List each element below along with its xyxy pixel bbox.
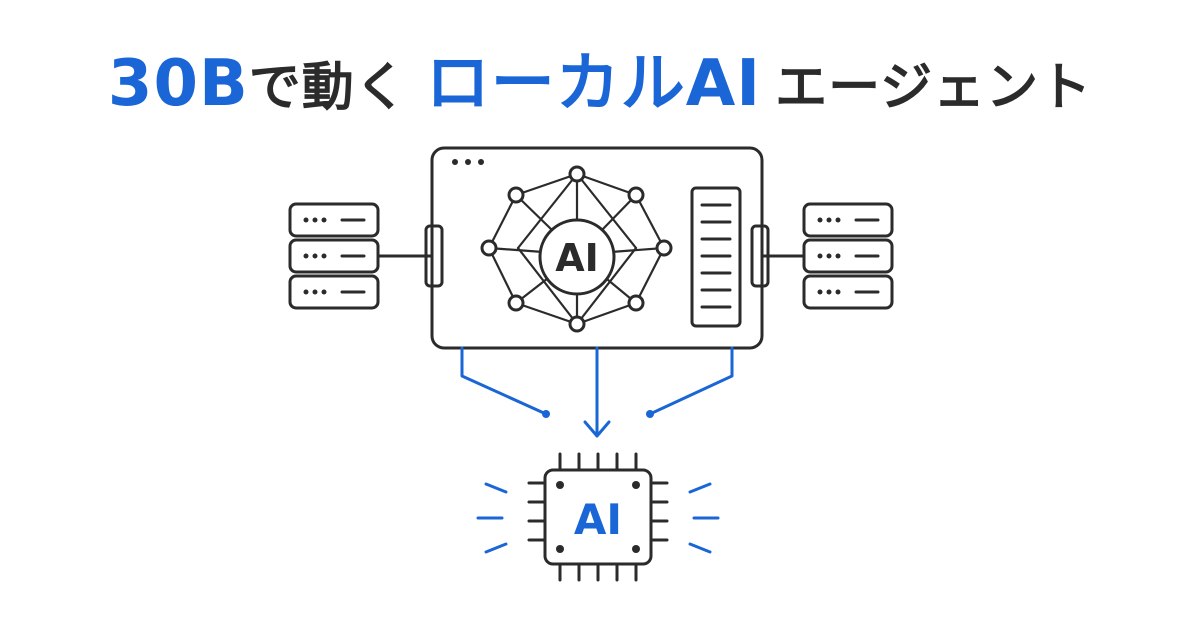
chip-ai-label: AI <box>574 495 622 544</box>
title-model-size: 30B <box>107 47 249 121</box>
title-runs-on: で動く <box>248 58 408 118</box>
chip-glow-rays <box>476 482 720 554</box>
document-panel-icon <box>690 186 742 328</box>
arrow-down-icon <box>583 420 611 438</box>
ai-chip-icon: AI <box>527 452 669 582</box>
title-local-ai: ローカルAI <box>425 47 762 121</box>
network-ai-label: AI <box>555 236 599 280</box>
data-flow-lines <box>460 346 734 438</box>
title-agent: エージェント <box>775 58 1093 118</box>
neural-network-icon: AI <box>480 165 673 333</box>
window-dots-icon <box>452 159 484 165</box>
left-server-icon <box>288 202 380 310</box>
right-server-icon <box>802 202 894 310</box>
